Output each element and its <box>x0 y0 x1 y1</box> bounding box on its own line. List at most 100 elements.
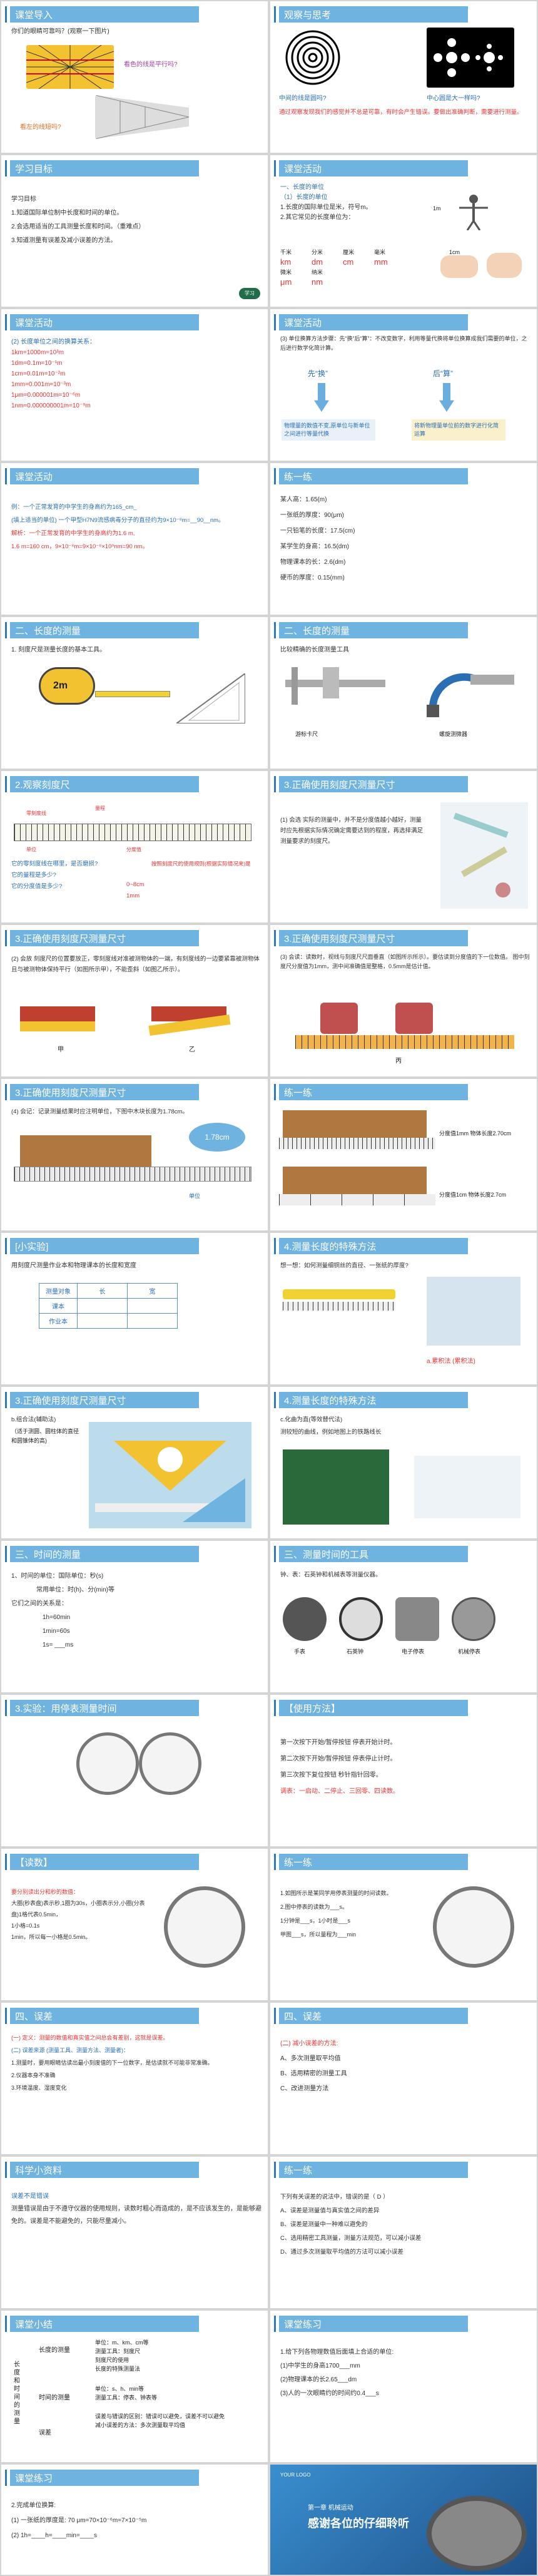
answer-division: 1mm <box>126 892 140 899</box>
map-image <box>414 1456 520 1518</box>
time-line: 常用单位：时(h)、分(min)等 <box>36 1587 114 1593</box>
coil-image <box>427 1277 520 1346</box>
method-c-label: c.化曲为直(等效替代法) <box>280 1416 343 1423</box>
slide-special-method-c: 4.测量长度的特殊方法 c.化曲为直(等效替代法) 测较短的曲线，例如地图上的铁… <box>270 1387 537 1538</box>
wood-block <box>283 1167 427 1194</box>
ruler-cm <box>279 1194 435 1205</box>
slide-practice-1: 练一练 某人高：1.65(m) 一张纸的厚度：90(μm) 一只铅笔的长度：17… <box>270 463 537 615</box>
slide-use-ruler-3: 3.正确使用刻度尺测量尺寸 (3) 会读：读数时，视线与刻度尺尺面垂直（如图所示… <box>270 925 537 1076</box>
label-zero: 零刻度线 <box>26 810 46 816</box>
slide-title: 课堂导入 <box>15 10 53 21</box>
error-line: (二) 误差来源 (测量工具、测量方法、测量者)： <box>11 2047 129 2053</box>
stopwatch-image <box>433 1886 514 1968</box>
slide-title: 练一练 <box>284 2165 313 2176</box>
eye-figure <box>320 1003 358 1034</box>
spiral-illusion <box>283 28 343 88</box>
unit-line: 2.其它常见的长度单位为： <box>280 214 355 221</box>
method-b-text: （适于测圆、圆柱体的直径和圆锥体的高) <box>11 1428 79 1444</box>
practice-line: 某人高：1.65(m) <box>280 496 327 503</box>
practice-line: 一张纸的厚度：90(μm) <box>280 512 344 519</box>
example-line: (填上适当的单位) 一个甲型H7N9流感病毒分子的直径约为9×10⁻⁸m=__9… <box>11 517 225 524</box>
stopwatch-image <box>139 1732 201 1795</box>
conv-line: 1μm=0.000001m=10⁻⁶m <box>11 392 81 399</box>
ruler-note: 按照刻度尺的使用规则(根据实际情况来)是 <box>151 861 251 867</box>
tool-label: 机械停表 <box>458 1648 481 1655</box>
usage-line: 第三次按下复位按钮 秒针指针回零。 <box>280 1772 382 1779</box>
slide-use-ruler-1: 3.正确使用刻度尺测量尺寸 (1) 会选 实际的测量中，并不是分度值越小越好，测… <box>270 771 537 923</box>
slide-title: 课堂活动 <box>15 472 53 483</box>
error-line: 3.环境温度、湿度变化 <box>11 2085 67 2091</box>
practice-line: 1.如图所示是某同学用停表测量的时间读数。 <box>280 1890 392 1896</box>
label-range: 量程 <box>95 805 105 811</box>
slide-goals: 学习目标 学习目标 1.知道国际单位制中长度和时间的单位。 2.会选用适当的工具… <box>1 155 268 307</box>
slide-title: 二、长度的测量 <box>284 626 350 636</box>
wood-block <box>20 1135 151 1167</box>
conv-line: 1cm=0.01m=10⁻²m <box>11 371 66 377</box>
thanks-title: 感谢各位的仔细聆听 <box>308 2517 409 2530</box>
table-row: 课本 <box>39 1298 78 1314</box>
slide-practice-4: 练一练 下列有关误差的说法中，错误的是（ D ） A、误差是测量值与真实值之间的… <box>270 2157 537 2308</box>
example-line: 1.6 m=160 cm，9×10⁻⁸m=9×10⁻⁸×10⁹nm=90 nm。 <box>11 543 149 550</box>
special-question: 想一想：如何测量细铜丝的直径、一张纸的厚度? <box>280 1262 409 1269</box>
slide-title: 3.正确使用刻度尺测量尺寸 <box>15 1396 126 1406</box>
circles-illusion <box>427 28 514 88</box>
pencil-image <box>283 1289 395 1299</box>
arm-span-figure <box>459 195 488 230</box>
table-header: 长 <box>77 1283 128 1299</box>
time-line: 1min=60s <box>43 1628 70 1635</box>
stopwatch-image <box>164 1886 245 1968</box>
unit-symbol: dm <box>312 257 323 267</box>
reading-text: (3) 会读：读数时，视线与刻度尺尺面垂直（如图所示所示）。要估读到分度值的下一… <box>280 954 530 969</box>
tape-measure: 2m <box>39 667 95 705</box>
unit-name: 纳米 <box>312 269 323 275</box>
summary-leaf: 长度的特殊测量法 <box>95 2366 141 2372</box>
unit-name: 微米 <box>280 269 292 275</box>
arrow-down-icon <box>314 383 329 412</box>
caption-center: 中心圆是大一样吗? <box>427 95 480 102</box>
slide-title: [小实验] <box>15 1242 49 1252</box>
tool-label: 电子停表 <box>402 1648 425 1655</box>
usage-line: 调表：一启动、二停止、三回零、四读数。 <box>280 1788 399 1795</box>
exercise-line: 1.给下列各物理数值后面填上合适的单位: <box>280 2349 394 2356</box>
unit-symbol: cm <box>343 257 354 267</box>
goal-item: 1.知道国际单位制中长度和时间的单位。 <box>11 210 123 217</box>
experiment-sub: 用刻度尺测量作业本和物理课本的长度和宽度 <box>11 1262 136 1269</box>
slide-title: 3.正确使用刻度尺测量尺寸 <box>15 934 126 944</box>
slide-title: 4.测量长度的特殊方法 <box>284 1242 377 1252</box>
reading-line: 大圈(秒表盘)表示秒,1圈为30s，小圈表示分,小圈(分表盘)1格代表0.5mi… <box>11 1900 145 1918</box>
unit-name: 千米 <box>280 249 292 255</box>
method-a-label: a.累积法 (累积法) <box>427 1358 475 1365</box>
ruler-question: 它的分度值是多少? <box>11 883 63 890</box>
tape-label: 2m <box>53 680 68 691</box>
ruler-reading <box>295 1035 514 1049</box>
label-jia: 甲 <box>58 1046 64 1053</box>
exercise-line: (1) 一张纸的厚度是: 70 μm=70×10⁻⁶m=7×10⁻⁵m <box>11 2517 147 2524</box>
exercise-line: (1)中学生的身高1700___mm <box>280 2363 360 2369</box>
mechanical-stopwatch-image <box>452 1597 495 1641</box>
slide-observe-ruler: 2.观察刻度尺 零刻度线 量程 单位 分度值 它的零刻度线在哪里，是否磨损? 它… <box>1 771 268 923</box>
arrow-down-icon <box>439 383 454 412</box>
time-tools-sub: 钟、表：石英钟和机械表等测量仪器。 <box>280 1572 382 1578</box>
example-line: 例：一个正常发育的中学生的身高约为165_cm_ <box>11 504 137 511</box>
slide-title: 二、长度的测量 <box>15 626 81 636</box>
slide-title: 学习目标 <box>15 164 53 175</box>
slide-exercise-1: 课堂练习 1.给下列各物理数值后面填上合适的单位: (1)中学生的身高1700_… <box>270 2311 537 2462</box>
slide-observe: 观察与思考 中间的线是圆吗? 中心圆是大一样吗? 通过观察发现我们的感觉并不总是… <box>270 1 537 153</box>
slide-title: 课堂练习 <box>284 2319 322 2330</box>
error-line: 2.仪器本身不准确 <box>11 2072 56 2078</box>
conv-line: 1dm=0.1m=10⁻¹m <box>11 360 63 367</box>
goal-heading: 学习目标 <box>11 196 36 203</box>
conv-line: 1mm=0.001m=10⁻³m <box>11 381 71 388</box>
slide-header: 课堂导入 <box>1 6 268 23</box>
practice-line: 1分钟是___s，1小时是___s <box>280 1918 351 1924</box>
tool-label: 手表 <box>294 1648 306 1655</box>
step-change: 先“换” <box>308 369 328 378</box>
watch-image <box>283 1597 327 1641</box>
slide-error-2: 四、误差 (二) 减小误差的方法: A、多次测量取平均值 B、选用精密的测量工具… <box>270 2003 537 2154</box>
slide-conversion: 课堂活动 (2) 长度单位之间的换算关系： 1km=1000m=10³m 1dm… <box>1 309 268 461</box>
use-ruler-text: (1) 会选 实际的测量中，并不是分度值越小越好，测量时应先根据实际情况确定需要… <box>280 817 424 845</box>
slide-title: 四、误差 <box>284 2011 322 2022</box>
answer-mm: 分度值1mm 物体长度2.70cm <box>439 1130 512 1137</box>
mcq-stem: 下列有关误差的说法中，错误的是（ D ） <box>280 2194 389 2200</box>
